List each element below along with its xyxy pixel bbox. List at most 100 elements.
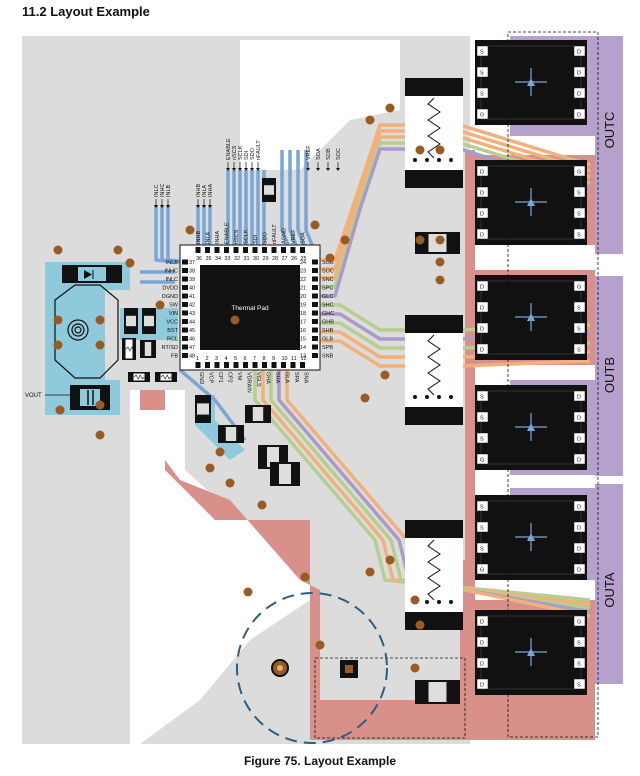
mosfet-pin-label: S <box>480 395 484 401</box>
net-label: SOA <box>316 148 322 160</box>
shunt-terminal <box>405 407 463 425</box>
ic-pin-number: 41 <box>189 294 195 300</box>
ic-pin <box>312 285 318 290</box>
shunt-terminal <box>405 612 463 630</box>
mosfet-pin-label: D <box>480 327 484 333</box>
net-arrow-head <box>232 168 236 171</box>
ic-pin <box>182 276 188 282</box>
via <box>125 258 135 268</box>
via-small <box>153 429 159 435</box>
mosfet-pin-label: G <box>577 285 581 291</box>
mosfet-pin-label: D <box>577 416 581 422</box>
ic-pin-label: INLA <box>206 231 212 244</box>
mosfet-pin <box>476 657 489 669</box>
ic-pin <box>252 362 258 368</box>
mosfet-body <box>480 390 582 465</box>
via <box>380 370 390 380</box>
shunt-via <box>449 395 453 399</box>
schottky-diode <box>62 265 122 283</box>
mounting-hole-keepout <box>236 592 388 744</box>
mosfet-pin-label: D <box>480 683 484 689</box>
mosfet-pin <box>476 678 489 690</box>
ic-pin-label: GND <box>198 372 204 384</box>
ic-pin-label: SNC <box>322 277 334 283</box>
net-arrow-head <box>154 205 158 208</box>
ic-pin-number: 3 <box>215 356 218 362</box>
ic-pin-label: SDO <box>263 231 269 244</box>
signal-trace <box>320 339 591 368</box>
ic-pin-number: 38 <box>189 269 195 275</box>
net-label: ENABLE <box>226 138 232 160</box>
ic-pin-number: 27 <box>282 256 288 262</box>
via <box>243 587 253 597</box>
ic-pin <box>182 353 188 358</box>
ic-pin-number: 26 <box>291 256 297 262</box>
via <box>415 145 425 155</box>
shunt-via <box>449 158 453 162</box>
ic-pin <box>312 319 318 324</box>
ic-pin <box>262 362 267 368</box>
shunt-via <box>413 158 417 162</box>
output-label-outb: OUTB <box>602 357 617 393</box>
mosfet-pin <box>476 322 489 334</box>
ic-pin <box>182 302 188 307</box>
ic-pin-label: SHA <box>274 372 280 384</box>
ic-pin <box>312 310 318 316</box>
ic-pin-number: 14 <box>300 345 306 351</box>
shunt-outline <box>405 315 463 425</box>
output-label-outa: OUTA <box>602 572 617 607</box>
shunt-terminal <box>405 520 463 538</box>
mosfet-pin-label: G <box>480 113 484 119</box>
mosfet-pin-label: D <box>480 641 484 647</box>
mosfet-pin <box>573 301 586 313</box>
net-arrow-head <box>306 168 310 171</box>
via <box>300 572 310 582</box>
net-label: VREF <box>306 145 312 160</box>
ic-pin-number: 36 <box>196 256 202 262</box>
capacitor-body <box>126 315 136 327</box>
via <box>410 595 420 605</box>
net-arrow-head <box>226 168 230 171</box>
ic-pin-label: GLA <box>284 372 290 383</box>
via <box>53 315 63 325</box>
ic-pin-label: VCC <box>166 320 178 326</box>
shunt-symbol <box>427 539 441 601</box>
buck-inductor <box>54 284 119 379</box>
ic-pin-label: RT/SD <box>162 345 178 351</box>
capacitor-body <box>197 403 209 415</box>
mosfet-pin-label: S <box>577 233 581 239</box>
via-small <box>142 429 148 435</box>
mosfet-pin-label: S <box>480 71 484 77</box>
ic-pin <box>182 344 188 350</box>
ic-pin <box>271 362 277 368</box>
net-label: INLC <box>154 184 160 197</box>
mosfet-pin <box>573 563 586 575</box>
shunt-resistor-a <box>405 520 463 630</box>
ic-pin-number: 33 <box>225 256 231 262</box>
net-arrow-head <box>160 205 164 208</box>
via <box>230 315 240 325</box>
signal-trace <box>320 135 591 280</box>
mosfet-pin <box>476 228 489 240</box>
signal-trace <box>320 141 591 289</box>
mosfet-pin <box>476 432 489 444</box>
mosfet-pin <box>476 636 489 648</box>
shunt-outline <box>405 520 463 630</box>
keepout-box <box>314 657 466 739</box>
ic-pin-number: 13 <box>300 354 306 360</box>
via <box>385 555 395 565</box>
shunt-via <box>437 395 441 399</box>
via <box>95 400 105 410</box>
ic-pin-number: 11 <box>291 356 297 362</box>
inductor-outline <box>54 284 119 379</box>
ic-pin <box>243 247 248 253</box>
ic-pin <box>312 344 318 350</box>
mosfet-pin-label: D <box>480 620 484 626</box>
ic-pin <box>281 247 286 253</box>
mosfet-pin <box>573 87 586 99</box>
ic-pin <box>290 247 296 253</box>
via <box>53 340 63 350</box>
